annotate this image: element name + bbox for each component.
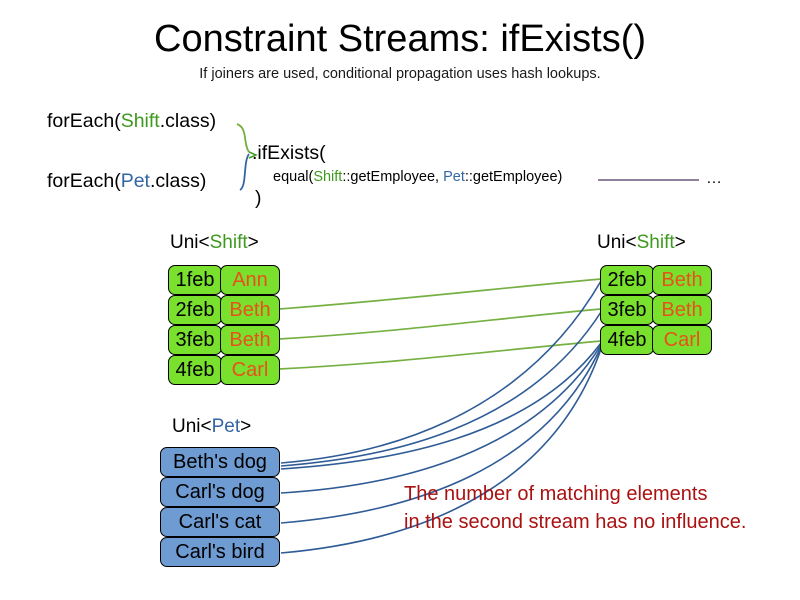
brace-upper-shift (236, 123, 250, 153)
equal-suffix: ::getEmployee) (464, 169, 563, 185)
uni-shift-right-suffix: > (674, 232, 686, 253)
tuple-date: 4feb (600, 325, 654, 355)
tuple-date: 4feb (168, 355, 222, 385)
tuple-name: Carl (220, 355, 280, 385)
pet-name: Carl's bird (160, 537, 280, 567)
code-close-paren: ) (255, 187, 262, 209)
code-equal-joiner: equal(Shift::getEmployee, Pet::getEmploy… (273, 169, 562, 185)
tuple-name: Beth (220, 295, 280, 325)
foreach-pet-prefix: forEach( (47, 170, 121, 192)
equal-prefix: equal( (273, 169, 314, 185)
pet-name: Carl's dog (160, 477, 280, 507)
uni-pet-suffix: > (240, 416, 252, 437)
tuple-date: 2feb (168, 295, 222, 325)
tuple-name: Ann (220, 265, 280, 295)
uni-pet-type: Pet (211, 416, 241, 437)
table-row[interactable]: 2feb Beth (168, 295, 280, 325)
uni-shift-left-type: Shift (209, 232, 248, 253)
foreach-shift-prefix: forEach( (47, 110, 121, 132)
annotation-line-2: in the second stream has no influence. (404, 510, 747, 533)
list-item[interactable]: Carl's cat (160, 507, 280, 537)
tuple-name: Beth (652, 265, 712, 295)
foreach-shift-type: Shift (120, 110, 160, 132)
label-uni-pet: Uni<Pet> (172, 416, 251, 438)
foreach-pet-type: Pet (120, 170, 150, 192)
page-subtitle: If joiners are used, conditional propaga… (199, 66, 601, 82)
foreach-pet-suffix: .class) (149, 170, 207, 192)
pet-name: Carl's cat (160, 507, 280, 537)
code-ifexists: .ifExists( (252, 142, 326, 164)
label-uni-shift-left: Uni<Shift> (170, 232, 259, 254)
list-item[interactable]: Beth's dog (160, 447, 280, 477)
trailing-ellipsis: … (706, 170, 722, 187)
code-foreach-shift: forEach(Shift.class) (47, 110, 216, 133)
table-row[interactable]: 4feb Carl (600, 325, 712, 355)
table-row[interactable]: 3feb Beth (600, 295, 712, 325)
table-row[interactable]: 1feb Ann (168, 265, 280, 295)
table-row[interactable]: 2feb Beth (600, 265, 712, 295)
wire-shift-3feb (278, 308, 602, 340)
stream-shift-right: 2feb Beth 3feb Beth 4feb Carl (600, 265, 712, 355)
code-foreach-pet: forEach(Pet.class) (47, 170, 206, 193)
wire-shift-2feb (278, 278, 602, 310)
stream-pet-left: Beth's dog Carl's dog Carl's cat Carl's … (160, 447, 280, 567)
page-title: Constraint Streams: ifExists() (154, 18, 646, 60)
annotation-note: The number of matching elements in the s… (404, 481, 746, 536)
uni-pet-prefix: Uni< (172, 416, 212, 437)
wire-pet-carlsdog-4feb (280, 344, 602, 494)
tuple-name: Beth (652, 295, 712, 325)
list-item[interactable]: Carl's bird (160, 537, 280, 567)
uni-shift-right-type: Shift (636, 232, 675, 253)
wire-shift-4feb (278, 340, 602, 370)
pet-name: Beth's dog (160, 447, 280, 477)
tuple-date: 1feb (168, 265, 222, 295)
tuple-name: Carl (652, 325, 712, 355)
wire-pet-bethsdog-2feb (280, 280, 602, 464)
wire-pet-bethsdog-3feb (280, 311, 602, 467)
table-row[interactable]: 3feb Beth (168, 325, 280, 355)
tuple-date: 3feb (600, 295, 654, 325)
uni-shift-right-prefix: Uni< (597, 232, 637, 253)
equal-left-type: Shift (313, 169, 343, 185)
uni-shift-left-suffix: > (247, 232, 259, 253)
tuple-name: Beth (220, 325, 280, 355)
list-item[interactable]: Carl's dog (160, 477, 280, 507)
equal-mid: ::getEmployee, (342, 169, 444, 185)
wire-pet-bethsdog-4feb (280, 342, 602, 470)
tuple-date: 2feb (600, 265, 654, 295)
brace-lower-pet (239, 153, 250, 191)
uni-shift-left-prefix: Uni< (170, 232, 210, 253)
foreach-shift-suffix: .class) (159, 110, 217, 132)
annotation-line-1: The number of matching elements (404, 483, 708, 505)
equal-right-type: Pet (443, 169, 465, 185)
table-row[interactable]: 4feb Carl (168, 355, 280, 385)
stream-shift-left: 1feb Ann 2feb Beth 3feb Beth 4feb Carl (168, 265, 280, 385)
label-uni-shift-right: Uni<Shift> (597, 232, 686, 254)
tuple-date: 3feb (168, 325, 222, 355)
